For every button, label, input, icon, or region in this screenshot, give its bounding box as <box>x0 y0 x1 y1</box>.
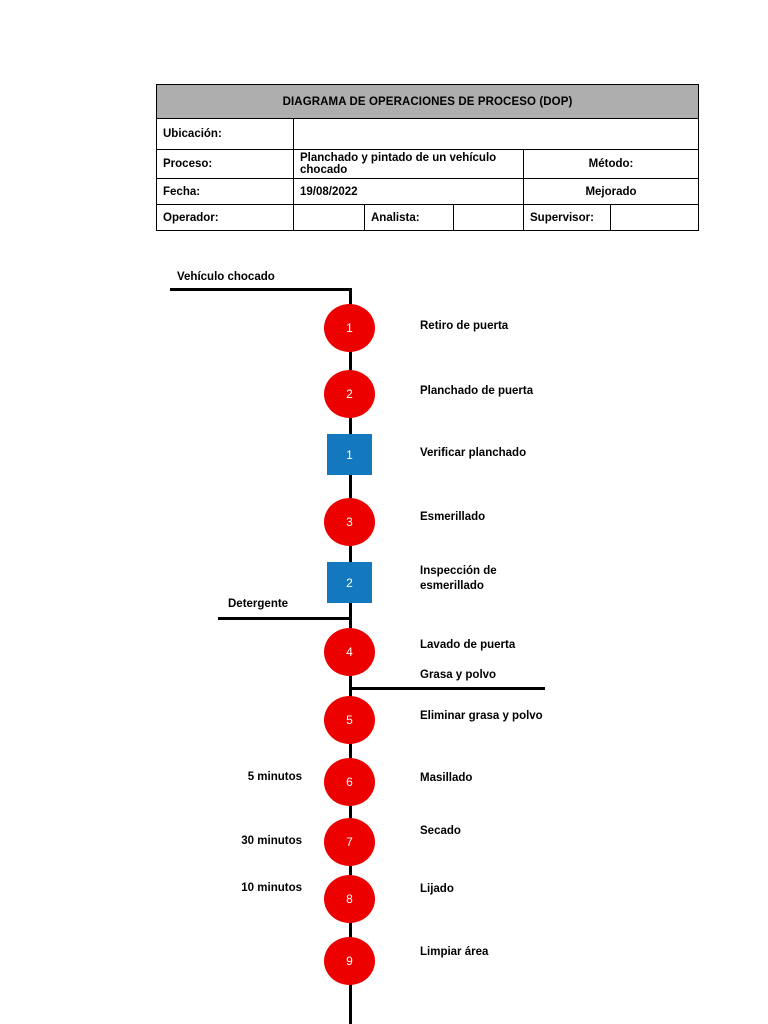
operation-label-5: Eliminar grasa y polvo <box>420 710 543 722</box>
operation-label-3: Esmerillado <box>420 511 486 523</box>
fecha-label: Fecha: <box>156 178 294 205</box>
operation-node-3[interactable]: 3 <box>324 498 375 546</box>
analista-value[interactable] <box>453 204 524 231</box>
input-line-vehiculo-chocado <box>170 288 352 291</box>
supervisor-label: Supervisor: <box>523 204 611 231</box>
operation-label-6: Masillado <box>420 772 473 784</box>
operation-number-9: 9 <box>346 954 353 968</box>
operation-number-6: 6 <box>346 775 353 789</box>
time-label-7: 30 minutos <box>241 835 302 847</box>
operation-number-7: 7 <box>346 835 353 849</box>
operation-node-2[interactable]: 2 <box>324 370 375 418</box>
time-label-6: 5 minutos <box>247 771 302 783</box>
output-label-grasa-y-polvo: Grasa y polvo <box>420 669 497 681</box>
operation-node-4[interactable]: 4 <box>324 628 375 676</box>
operador-value[interactable] <box>293 204 365 231</box>
input-label-vehiculo-chocado: Vehículo chocado <box>177 271 275 283</box>
metodo-label: Método: <box>522 149 700 179</box>
operador-label: Operador: <box>156 204 294 231</box>
operation-label-2: Planchado de puerta <box>420 385 534 397</box>
operation-label-8: Lijado <box>420 883 454 895</box>
output-line-grasa-y-polvo <box>349 687 545 690</box>
operation-label-9: Limpiar área <box>420 946 489 958</box>
header-row-ubicacion: Ubicación: <box>156 118 700 150</box>
header-row-fecha: Fecha: 19/08/2022 Mejorado <box>156 178 700 205</box>
header-title-row: DIAGRAMA DE OPERACIONES DE PROCESO (DOP) <box>155 84 700 119</box>
time-label-8: 10 minutos <box>241 882 302 894</box>
inspection-label-1: Verificar planchado <box>420 447 527 459</box>
operation-node-7[interactable]: 7 <box>324 818 375 866</box>
supervisor-value[interactable] <box>609 204 700 231</box>
page-title: DIAGRAMA DE OPERACIONES DE PROCESO (DOP) <box>155 84 700 119</box>
proceso-label: Proceso: <box>156 149 294 179</box>
header-row-proceso: Proceso: Planchado y pintado de un vehíc… <box>156 149 700 179</box>
operation-number-2: 2 <box>346 387 353 401</box>
input-line-detergente <box>218 617 352 620</box>
inspection-label-2: Inspección de esmerillado <box>420 565 497 593</box>
header-row-operador: Operador: Analista: Supervisor: <box>156 204 700 231</box>
inspection-number-1: 1 <box>346 447 353 462</box>
metodo-value[interactable]: Mejorado <box>522 178 700 205</box>
inspection-node-2[interactable]: 2 <box>327 562 372 603</box>
inspection-number-2: 2 <box>346 575 353 590</box>
fecha-value[interactable]: 19/08/2022 <box>293 178 524 205</box>
operation-number-5: 5 <box>346 713 353 727</box>
operation-number-3: 3 <box>346 515 353 529</box>
input-label-detergente: Detergente <box>228 598 289 610</box>
operation-label-1: Retiro de puerta <box>420 320 509 332</box>
operation-node-6[interactable]: 6 <box>324 758 375 806</box>
analista-label: Analista: <box>364 204 454 231</box>
dop-header-table: DIAGRAMA DE OPERACIONES DE PROCESO (DOP)… <box>155 84 700 231</box>
operation-label-4: Lavado de puerta <box>420 639 516 651</box>
operation-node-9[interactable]: 9 <box>324 937 375 985</box>
operation-node-5[interactable]: 5 <box>324 696 375 744</box>
inspection-node-1[interactable]: 1 <box>327 434 372 475</box>
operation-number-1: 1 <box>346 321 353 335</box>
operation-number-8: 8 <box>346 892 353 906</box>
operation-label-7: Secado <box>420 825 461 837</box>
operation-node-1[interactable]: 1 <box>324 304 375 352</box>
operation-number-4: 4 <box>346 645 353 659</box>
operation-node-8[interactable]: 8 <box>324 875 375 923</box>
